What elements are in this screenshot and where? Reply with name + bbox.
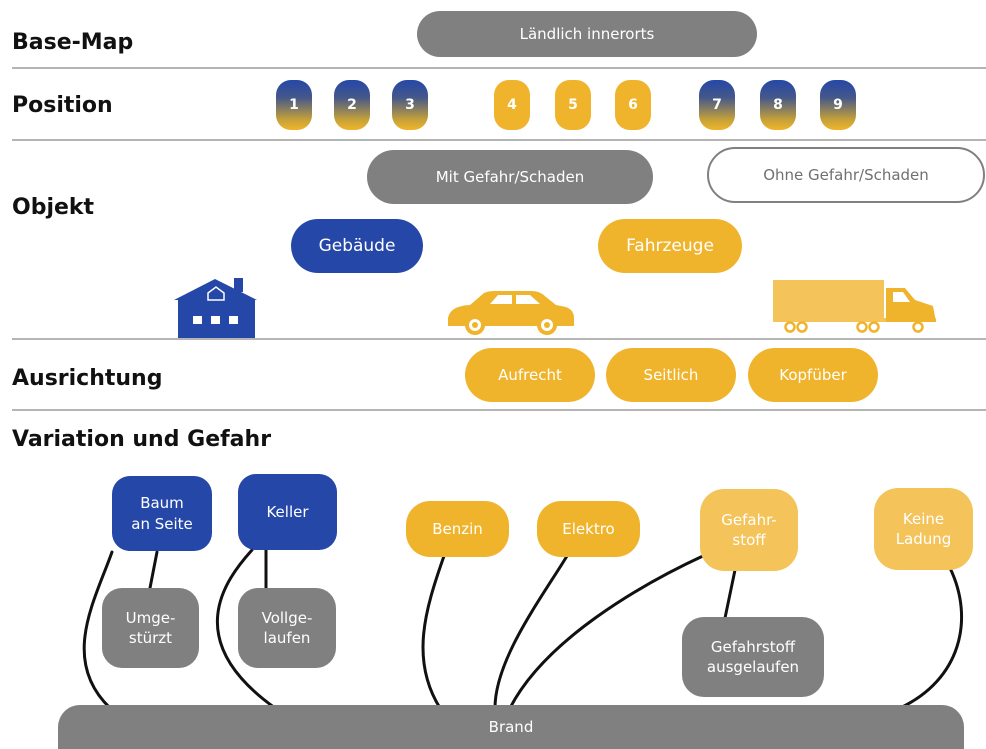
seitlich-pill[interactable]: Seitlich xyxy=(606,348,736,402)
position-8[interactable]: 8 xyxy=(760,80,796,130)
ohne-gefahr-pill[interactable]: Ohne Gefahr/Schaden xyxy=(707,147,985,203)
connector-gefahrstoff-ausgelaufen xyxy=(723,568,737,620)
vollgelaufen-node[interactable]: Vollge- laufen xyxy=(238,588,336,668)
baum-an-seite-node[interactable]: Baum an Seite xyxy=(112,476,212,551)
position-1[interactable]: 1 xyxy=(276,80,312,130)
position-6[interactable]: 6 xyxy=(615,80,651,130)
elektro-node[interactable]: Elektro xyxy=(537,501,640,557)
section-title-position: Position xyxy=(12,93,113,118)
gefahrstoff-ausgelaufen-node[interactable]: Gefahrstoff ausgelaufen xyxy=(682,617,824,697)
connector-gefahrstoff-brand xyxy=(508,553,707,710)
mit-gefahr-pill[interactable]: Mit Gefahr/Schaden xyxy=(367,150,653,204)
divider-1 xyxy=(12,67,986,69)
gefahrstoff-node[interactable]: Gefahr- stoff xyxy=(700,489,798,571)
truck-icon xyxy=(773,280,936,333)
connector-keineladung-brand xyxy=(898,566,964,710)
base-map-pill[interactable]: Ländlich innerorts xyxy=(417,11,757,57)
section-title-objekt: Objekt xyxy=(12,195,95,220)
umgestuerzt-node[interactable]: Umge- stürzt xyxy=(102,588,199,668)
divider-4 xyxy=(12,409,986,411)
position-4[interactable]: 4 xyxy=(494,80,530,130)
connector-baum-umgestuerzt xyxy=(148,550,159,590)
benzin-node[interactable]: Benzin xyxy=(406,501,509,557)
fahrzeuge-pill[interactable]: Fahrzeuge xyxy=(598,219,742,273)
divider-3 xyxy=(12,338,986,340)
keine-ladung-node[interactable]: Keine Ladung xyxy=(874,488,973,570)
position-9[interactable]: 9 xyxy=(820,80,856,130)
connector-keller-brand xyxy=(215,548,277,710)
divider-2 xyxy=(12,139,986,141)
section-title-ausrichtung: Ausrichtung xyxy=(12,366,163,391)
aufrecht-pill[interactable]: Aufrecht xyxy=(465,348,595,402)
keller-node[interactable]: Keller xyxy=(238,474,337,550)
gebaeude-pill[interactable]: Gebäude xyxy=(291,219,423,273)
connector-elektro-brand xyxy=(493,554,569,710)
section-title-variation: Variation und Gefahr xyxy=(12,427,272,452)
house-icon xyxy=(174,278,257,338)
position-5[interactable]: 5 xyxy=(555,80,591,130)
car-icon xyxy=(448,291,574,335)
position-3[interactable]: 3 xyxy=(392,80,428,130)
section-title-base-map: Base-Map xyxy=(12,30,134,55)
connector-baum-brand xyxy=(82,550,114,710)
connector-benzin-brand xyxy=(421,554,446,710)
position-7[interactable]: 7 xyxy=(699,80,735,130)
brand-bar[interactable]: Brand xyxy=(58,705,964,749)
position-2[interactable]: 2 xyxy=(334,80,370,130)
kopfueber-pill[interactable]: Kopfüber xyxy=(748,348,878,402)
